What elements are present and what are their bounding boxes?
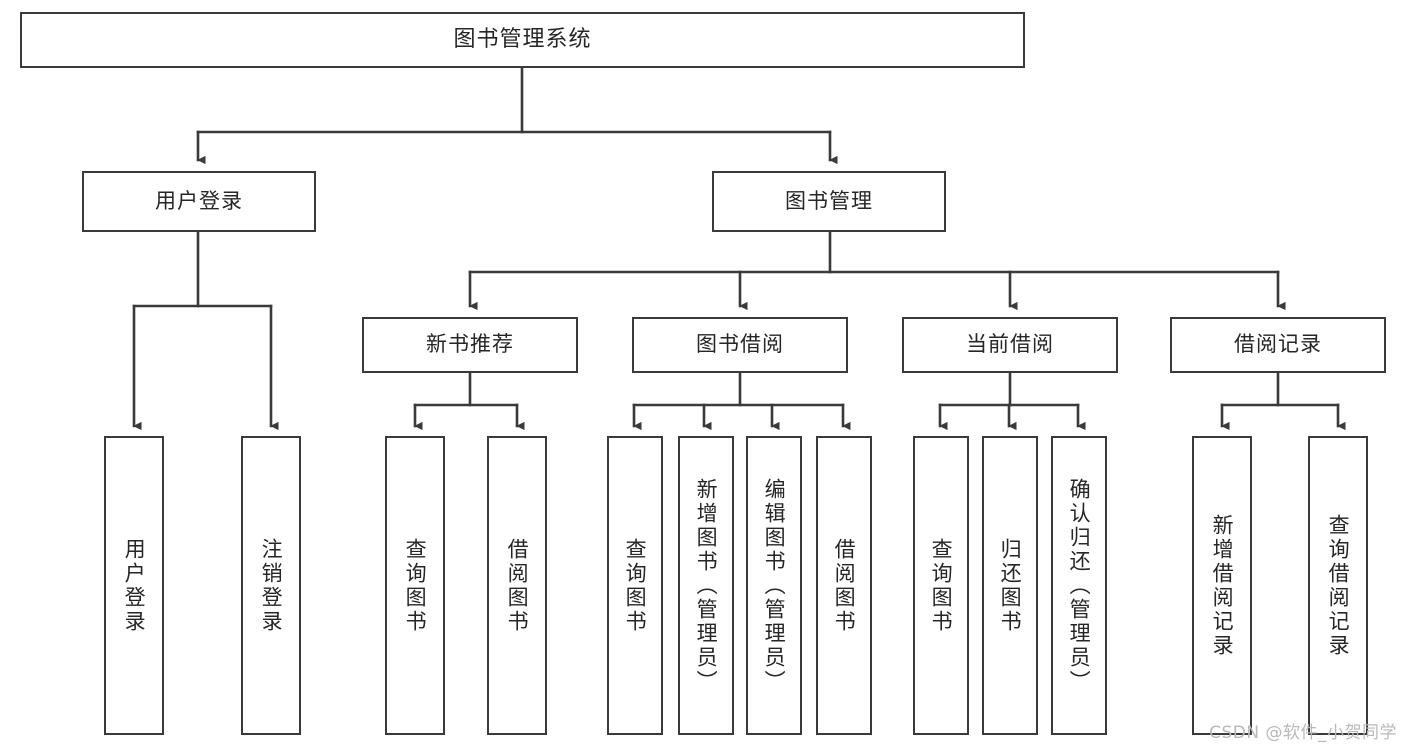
node-leaf-query-book-3[interactable]: 查询图书 bbox=[913, 436, 969, 735]
node-leaf-add-book-label: 新增图书（管理员） bbox=[694, 477, 719, 694]
node-leaf-borrow-book-2[interactable]: 借阅图书 bbox=[816, 436, 872, 735]
node-leaf-borrow-book-1[interactable]: 借阅图书 bbox=[487, 436, 547, 735]
node-root[interactable]: 图书管理系统 bbox=[20, 12, 1025, 68]
node-leaf-borrow-book-2-label: 借阅图书 bbox=[832, 537, 857, 634]
node-leaf-query-book-2-label: 查询图书 bbox=[623, 537, 648, 634]
node-leaf-edit-book-label: 编辑图书（管理员） bbox=[762, 477, 787, 694]
node-book-manage[interactable]: 图书管理 bbox=[712, 171, 946, 232]
node-book-borrow-label: 图书借阅 bbox=[696, 332, 784, 357]
node-leaf-add-record[interactable]: 新增借阅记录 bbox=[1192, 436, 1252, 735]
node-leaf-user-logout[interactable]: 注销登录 bbox=[241, 436, 301, 735]
node-root-label: 图书管理系统 bbox=[453, 26, 592, 52]
node-leaf-return-book[interactable]: 归还图书 bbox=[982, 436, 1038, 735]
node-leaf-user-login[interactable]: 用户登录 bbox=[104, 436, 164, 735]
node-user-login-label: 用户登录 bbox=[155, 188, 243, 213]
node-leaf-query-record-label: 查询借阅记录 bbox=[1326, 513, 1351, 658]
node-current-borrow[interactable]: 当前借阅 bbox=[902, 317, 1118, 373]
node-new-book-recommend[interactable]: 新书推荐 bbox=[362, 317, 578, 373]
node-borrow-record[interactable]: 借阅记录 bbox=[1170, 317, 1386, 373]
node-user-login[interactable]: 用户登录 bbox=[82, 171, 316, 232]
node-leaf-query-book-2[interactable]: 查询图书 bbox=[607, 436, 663, 735]
node-borrow-record-label: 借阅记录 bbox=[1234, 332, 1322, 357]
node-leaf-return-book-label: 归还图书 bbox=[998, 537, 1023, 634]
csdn-watermark: CSDN @软件_小贺同学 bbox=[1209, 723, 1397, 743]
node-book-manage-label: 图书管理 bbox=[785, 188, 873, 213]
node-leaf-edit-book[interactable]: 编辑图书（管理员） bbox=[746, 436, 802, 735]
node-leaf-query-book-1[interactable]: 查询图书 bbox=[385, 436, 445, 735]
node-leaf-confirm-return-label: 确认归还（管理员） bbox=[1067, 477, 1092, 694]
node-leaf-confirm-return[interactable]: 确认归还（管理员） bbox=[1051, 436, 1107, 735]
node-leaf-add-book[interactable]: 新增图书（管理员） bbox=[678, 436, 734, 735]
node-leaf-add-record-label: 新增借阅记录 bbox=[1210, 513, 1235, 658]
node-leaf-query-book-1-label: 查询图书 bbox=[403, 537, 428, 634]
node-leaf-user-login-label: 用户登录 bbox=[122, 537, 147, 634]
node-new-book-recommend-label: 新书推荐 bbox=[426, 332, 514, 357]
node-leaf-borrow-book-1-label: 借阅图书 bbox=[505, 537, 530, 634]
node-book-borrow[interactable]: 图书借阅 bbox=[632, 317, 848, 373]
node-leaf-user-logout-label: 注销登录 bbox=[259, 537, 284, 634]
node-leaf-query-record[interactable]: 查询借阅记录 bbox=[1308, 436, 1368, 735]
node-leaf-query-book-3-label: 查询图书 bbox=[929, 537, 954, 634]
node-current-borrow-label: 当前借阅 bbox=[966, 332, 1054, 357]
